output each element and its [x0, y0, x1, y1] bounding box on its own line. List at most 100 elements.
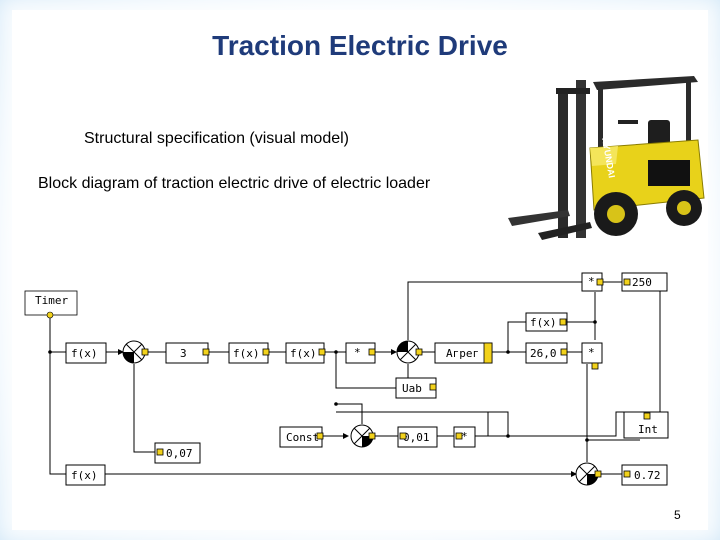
diagram-caption: Block diagram of traction electric drive…	[38, 175, 431, 192]
slide-title: Traction Electric Drive	[212, 30, 508, 61]
summator-1[interactable]	[122, 340, 149, 364]
summator-2-fill	[397, 341, 408, 352]
forklift-roof	[593, 76, 698, 90]
fx-top-block[interactable]: f(x)	[525, 312, 568, 332]
value-072-block[interactable]: 0.72	[621, 464, 668, 486]
page-number: 5	[674, 508, 681, 522]
summator-2-port	[415, 348, 423, 356]
forklift-rear-hub	[677, 201, 691, 215]
multiplier-top[interactable]: *	[581, 272, 604, 292]
wire-timer-to-fx1	[49, 315, 66, 353]
multiplier-2-frame	[453, 426, 476, 448]
integrator-label: Int	[638, 423, 658, 436]
summator-3-port	[368, 432, 376, 440]
const-port	[316, 432, 324, 440]
gain-3-port	[202, 348, 210, 356]
fx2-block[interactable]: f(x)	[228, 342, 270, 364]
value-26-label: 26,0	[530, 347, 557, 360]
fx-top-label: f(x)	[530, 316, 557, 329]
value-001-label: 0,01	[403, 431, 430, 444]
value-001-frame	[397, 426, 438, 448]
value-007-block[interactable]: 0,07	[154, 442, 201, 464]
multiplier-top-port	[596, 278, 604, 286]
wire-mult2-loop	[475, 411, 509, 437]
slide-subtitle: Structural specification (visual model)	[84, 130, 349, 147]
multiplier-3-port	[591, 362, 599, 370]
fx2-label: f(x)	[233, 347, 260, 360]
multiplier-2[interactable]: *	[453, 426, 476, 448]
forklift-fork-2	[538, 222, 592, 240]
gain-3-frame	[165, 342, 209, 364]
summator-3[interactable]	[350, 424, 376, 448]
summator-1-port	[141, 348, 149, 356]
forklift-front-hub	[607, 205, 625, 223]
junction-dot	[585, 438, 589, 442]
integrator-port	[643, 412, 651, 420]
wire-sum2-top-loop	[407, 281, 582, 340]
value-072-port	[623, 470, 631, 478]
aggregate-port	[483, 342, 493, 364]
wire-uab-feedback	[335, 352, 396, 389]
aggregate-label: Агрег	[446, 347, 479, 360]
integrator-block[interactable]: Int	[623, 411, 669, 439]
junction-dot	[593, 320, 597, 324]
value-250-label: 250	[632, 276, 652, 289]
forklift-battery-panel	[648, 160, 690, 186]
uab-block[interactable]: Uab	[395, 377, 437, 399]
value-007-frame	[154, 442, 201, 464]
forklift-mast-top	[556, 88, 590, 94]
multiplier-1-port	[368, 348, 376, 356]
multiplier-1[interactable]: *	[345, 342, 376, 364]
multiplier-3-label: *	[588, 346, 595, 359]
value-007-label: 0,07	[166, 447, 193, 460]
timer-output-port	[46, 311, 54, 319]
fx1-block[interactable]: f(x)	[65, 342, 107, 364]
fx3-port	[318, 348, 326, 356]
const-block[interactable]: Const	[279, 426, 324, 448]
summator-2[interactable]	[396, 340, 423, 364]
uab-label: Uab	[402, 382, 422, 395]
forklift-fork-1	[508, 210, 570, 226]
timer-label: Timer	[35, 294, 68, 307]
value-001-block[interactable]: 0,01	[397, 426, 438, 448]
junction-dot	[334, 350, 338, 354]
wire-to-fxtop	[507, 321, 526, 352]
forklift-mast-right	[576, 80, 586, 238]
summator-4[interactable]	[575, 462, 602, 486]
wire-timer-to-fxbottom	[49, 352, 66, 475]
uab-port	[429, 383, 437, 391]
value-26-block[interactable]: 26,0	[525, 342, 568, 364]
forklift-photo: HYUNDAI	[508, 76, 705, 240]
forklift-steering	[618, 120, 638, 124]
value-250-port	[623, 278, 631, 286]
fx-bottom-label: f(x)	[71, 469, 98, 482]
forklift-mast-left	[558, 88, 568, 238]
value-250-frame	[621, 272, 668, 292]
junction-dot	[506, 434, 510, 438]
gain-3-block[interactable]: 3	[165, 342, 210, 364]
junction-dot	[334, 402, 338, 406]
fx-bottom-frame	[65, 464, 106, 486]
aggregate-block[interactable]: Агрег	[434, 342, 493, 364]
fx3-label: f(x)	[290, 347, 317, 360]
fx1-label: f(x)	[71, 347, 98, 360]
fx3-block[interactable]: f(x)	[285, 342, 326, 364]
forklift-post-rear	[686, 80, 691, 170]
summator-4-port	[594, 470, 602, 478]
timer-block[interactable]: Timer	[24, 290, 78, 319]
junction-dot	[48, 350, 52, 354]
junction-dot	[506, 350, 510, 354]
value-072-frame	[621, 464, 668, 486]
value-250-block[interactable]: 250	[621, 272, 668, 292]
fx-top-port	[559, 318, 567, 326]
multiplier-3[interactable]: *	[581, 342, 603, 370]
fx2-port	[262, 348, 270, 356]
fx1-frame	[65, 342, 107, 364]
fx-bottom-block[interactable]: f(x)	[65, 464, 106, 486]
value-26-port	[560, 348, 568, 356]
gain-3-label: 3	[180, 347, 187, 360]
value-001-port	[399, 432, 407, 440]
multiplier-1-label: *	[354, 346, 361, 359]
fx-top-frame	[525, 312, 568, 332]
